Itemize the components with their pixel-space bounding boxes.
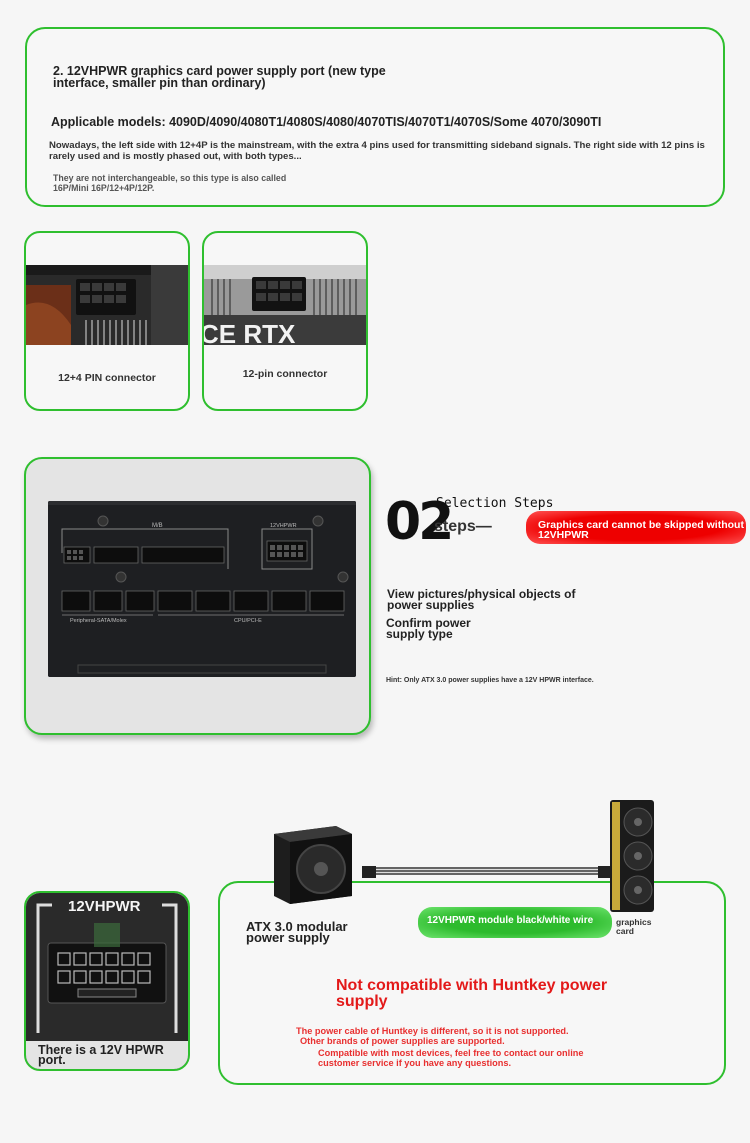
card-brand-text: CE RTX xyxy=(204,319,296,345)
port-description: Nowadays, the left side with 12+4P is th… xyxy=(49,140,705,162)
port-info-title: 2. 12VHPWR graphics card power supply po… xyxy=(53,64,386,90)
hint-text: Hint: Only ATX 3.0 power supplies have a… xyxy=(386,677,594,684)
hpwr-panel-label: 12VHPWR xyxy=(270,523,297,529)
connector-card-12: CE RTX 12-pin connector xyxy=(202,231,368,411)
steps-number: 02 xyxy=(385,492,454,552)
step-1-text: View pictures/physical objects of power … xyxy=(387,587,576,612)
mb-label: M/B xyxy=(152,523,163,529)
hpwr-port-icon: 12VHPWR xyxy=(26,893,188,1069)
port-title: 12VHPWR xyxy=(68,898,141,915)
wire-badge: 12VHPWR module black/white wire xyxy=(418,907,612,938)
graphics-card-icon xyxy=(610,800,654,912)
connector-photo-12-4 xyxy=(26,265,188,345)
support-note: Compatible with most devices, feel free … xyxy=(318,1048,584,1068)
connector-label-12: 12-pin connector xyxy=(242,368,328,380)
peripheral-label: Peripheral-SATA/Molex xyxy=(70,618,127,624)
steps-word: steps— xyxy=(434,518,492,535)
huntkey-note-1: The power cable of Huntkey is different,… xyxy=(296,1026,569,1036)
hpwr-port-card: 12VHPWR There is a 12V HPWR port. xyxy=(24,891,190,1071)
huntkey-note-2: Other brands of power supplies are suppo… xyxy=(300,1036,505,1046)
atx-psu-label: ATX 3.0 modular power supply xyxy=(246,919,348,945)
port-caption: There is a 12V HPWR port. xyxy=(38,1043,164,1067)
step-2-text: Confirm power supply type xyxy=(386,616,471,641)
connector-card-12-4: 12+4 PIN connector xyxy=(24,231,190,411)
steps-top-label: Selection Steps xyxy=(436,496,554,511)
graphics-card-label: graphics card xyxy=(616,917,652,936)
interchangeable-note: They are not interchangeable, so this ty… xyxy=(53,173,287,193)
psu-port-panel: M/B 12VHPWR Peripheral-SATA/Molex CPU/PC… xyxy=(48,501,356,677)
psu-icon xyxy=(274,826,352,904)
cable-icon xyxy=(362,866,612,878)
cpu-label: CPU/PCI-E xyxy=(234,618,262,624)
port-info-card: 2. 12VHPWR graphics card power supply po… xyxy=(25,27,725,207)
applicable-models: Applicable models: 4090D/4090/4080T1/408… xyxy=(51,115,602,129)
warning-badge: Graphics card cannot be skipped without … xyxy=(526,511,746,544)
connector-photo-12: CE RTX xyxy=(204,265,366,345)
psu-panel-card: M/B 12VHPWR Peripheral-SATA/Molex CPU/PC… xyxy=(24,457,371,735)
not-compatible-title: Not compatible with Huntkey power supply xyxy=(336,977,608,1010)
connector-label-12-4: 12+4 PIN connector xyxy=(58,372,156,384)
